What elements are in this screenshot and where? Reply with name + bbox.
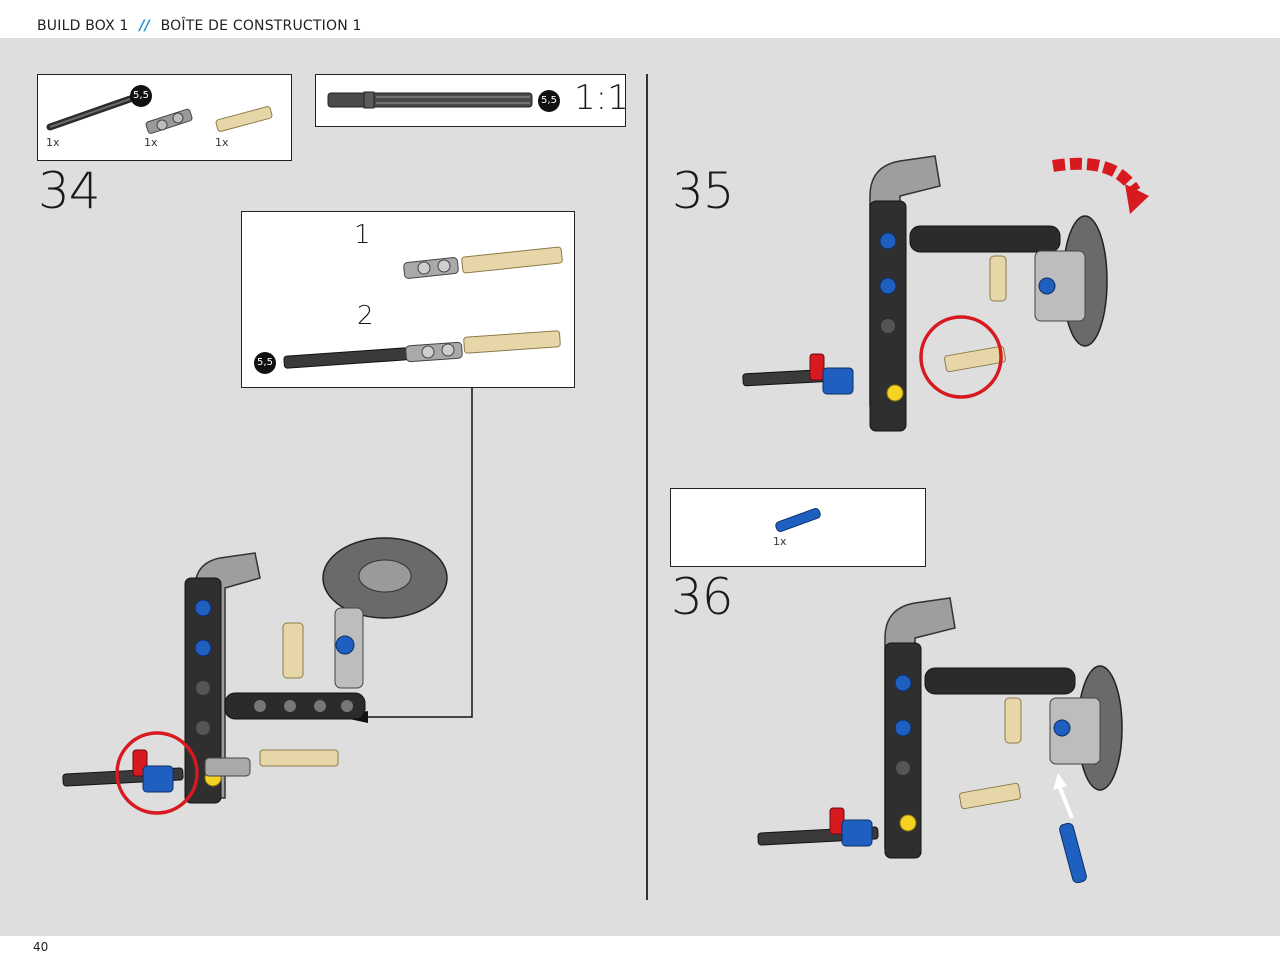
parts-box-step-34: 5,5 1x 1x 1x [37, 74, 292, 161]
step-number-35: 35 [672, 162, 735, 220]
highlight-circle [919, 315, 1003, 399]
axle-5-5-icon [46, 95, 134, 131]
joint-with-connector-icon [403, 246, 563, 279]
part-qty: 1x [773, 535, 787, 548]
axle-length-badge: 5,5 [130, 85, 152, 107]
scale-reference-box: 5,5 1:1 [315, 74, 629, 127]
axle-joint-connector-icon [283, 330, 561, 369]
highlight-circle [115, 731, 199, 815]
substep-number-2: 2 [357, 301, 374, 331]
header-right: BOÎTE DE CONSTRUCTION 1 [160, 18, 362, 34]
blue-pin-icon [775, 508, 821, 532]
header-left: BUILD BOX 1 [37, 18, 129, 34]
universal-joint-icon [145, 108, 193, 134]
header-title: BUILD BOX 1 // BOÎTE DE CONSTRUCTION 1 [37, 18, 362, 34]
parts-box-step-36: 1x [670, 488, 926, 567]
substep-number-1: 1 [354, 220, 371, 250]
header: BUILD BOX 1 // BOÎTE DE CONSTRUCTION 1 [0, 0, 1280, 38]
assembly-model-step-35 [742, 155, 1149, 432]
axle-length-badge: 5,5 [254, 352, 276, 374]
subassembly-callout: 1 2 5,5 [241, 211, 575, 388]
part-qty: 1x [215, 136, 229, 149]
step-number-34: 34 [38, 162, 101, 220]
assembly-model-step-34 [62, 537, 448, 815]
scale-ratio: 1:1 [574, 78, 629, 118]
header-separator: // [139, 18, 150, 34]
axle-scale-icon [327, 91, 533, 109]
page-number: 40 [33, 940, 49, 954]
step-number-36: 36 [671, 568, 734, 626]
part-qty: 1x [144, 136, 158, 149]
scale-length-badge: 5,5 [538, 90, 560, 112]
footer: 40 [0, 936, 1280, 974]
column-divider [646, 74, 648, 900]
tan-axle-connector-icon [215, 106, 273, 132]
instruction-page: 5,5 1x 1x 1x 5,5 1:1 34 1 [0, 38, 1280, 936]
part-qty: 1x [46, 136, 60, 149]
assembly-model-step-36 [757, 597, 1123, 884]
